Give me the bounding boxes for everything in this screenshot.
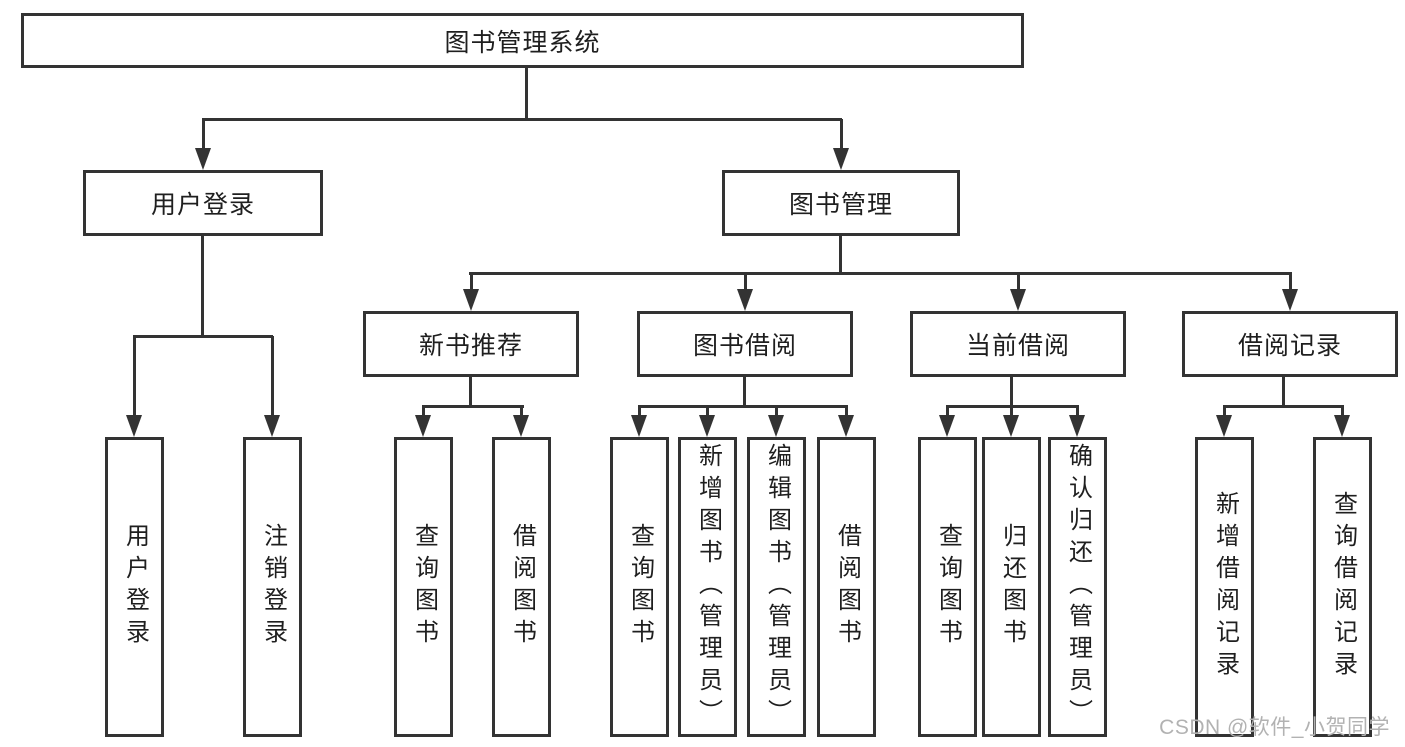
- connector-line: [743, 377, 746, 407]
- down-arrow-icon: [699, 406, 715, 437]
- node-library-management-system: 图书管理系统: [21, 13, 1024, 68]
- connector-line: [133, 335, 273, 338]
- connector-line: [201, 236, 204, 337]
- connector-line: [638, 405, 848, 408]
- leaf-logout: 注销登录: [243, 437, 302, 737]
- down-arrow-icon: [1010, 273, 1026, 311]
- down-arrow-icon: [1282, 273, 1298, 311]
- node-book-management: 图书管理: [722, 170, 960, 236]
- leaf-user-login-label: 用户登录: [121, 523, 149, 651]
- down-arrow-icon: [1069, 406, 1085, 437]
- down-arrow-icon: [463, 273, 479, 311]
- leaf-query-book-recommend: 查询图书: [394, 437, 453, 737]
- leaf-query-book-borrowing-label: 查询图书: [626, 523, 654, 651]
- leaf-borrow-book-borrowing-label: 借阅图书: [833, 523, 861, 651]
- leaf-borrow-book-borrowing: 借阅图书: [817, 437, 876, 737]
- leaf-query-book-current: 查询图书: [918, 437, 977, 737]
- down-arrow-icon: [1216, 406, 1232, 437]
- leaf-query-book-current-label: 查询图书: [934, 523, 962, 651]
- connector-line: [946, 405, 1079, 408]
- node-user-login-branch: 用户登录: [83, 170, 323, 236]
- down-arrow-icon: [939, 406, 955, 437]
- node-current-borrowing: 当前借阅: [910, 311, 1126, 377]
- connector-line: [839, 236, 842, 275]
- leaf-return-book-label: 归还图书: [998, 523, 1026, 651]
- leaf-query-book-recommend-label: 查询图书: [410, 523, 438, 651]
- down-arrow-icon: [1334, 406, 1350, 437]
- node-new-book-recommend: 新书推荐: [363, 311, 579, 377]
- down-arrow-icon: [768, 406, 784, 437]
- leaf-add-book-admin-label: 新增图书（管理员）: [694, 443, 722, 731]
- down-arrow-icon: [833, 119, 849, 170]
- down-arrow-icon: [631, 406, 647, 437]
- leaf-query-borrow-record-label: 查询借阅记录: [1329, 491, 1357, 683]
- leaf-confirm-return-admin: 确认归还（管理员）: [1048, 437, 1107, 737]
- node-borrowing-records: 借阅记录: [1182, 311, 1398, 377]
- down-arrow-icon: [264, 336, 280, 437]
- leaf-add-book-admin: 新增图书（管理员）: [678, 437, 737, 737]
- leaf-borrow-book-recommend: 借阅图书: [492, 437, 551, 737]
- connector-line: [1223, 405, 1344, 408]
- leaf-add-borrow-record-label: 新增借阅记录: [1211, 491, 1239, 683]
- connector-line: [1010, 377, 1013, 407]
- leaf-confirm-return-admin-label: 确认归还（管理员）: [1064, 443, 1092, 731]
- leaf-query-borrow-record: 查询借阅记录: [1313, 437, 1372, 737]
- down-arrow-icon: [126, 336, 142, 437]
- leaf-return-book: 归还图书: [982, 437, 1041, 737]
- down-arrow-icon: [513, 406, 529, 437]
- down-arrow-icon: [415, 406, 431, 437]
- leaf-user-login: 用户登录: [105, 437, 164, 737]
- leaf-logout-label: 注销登录: [259, 523, 287, 651]
- connector-line: [202, 118, 842, 121]
- connector-line: [469, 272, 1292, 275]
- leaf-borrow-book-recommend-label: 借阅图书: [508, 523, 536, 651]
- connector-line: [525, 68, 528, 120]
- connector-line: [1282, 377, 1285, 407]
- node-book-borrowing: 图书借阅: [637, 311, 853, 377]
- leaf-query-book-borrowing: 查询图书: [610, 437, 669, 737]
- connector-line: [469, 377, 472, 407]
- down-arrow-icon: [195, 119, 211, 170]
- connector-line: [422, 405, 524, 408]
- leaf-add-borrow-record: 新增借阅记录: [1195, 437, 1254, 737]
- down-arrow-icon: [737, 273, 753, 311]
- leaf-edit-book-admin: 编辑图书（管理员）: [747, 437, 806, 737]
- leaf-edit-book-admin-label: 编辑图书（管理员）: [763, 443, 791, 731]
- csdn-watermark: CSDN @软件_小贺同学: [1159, 716, 1390, 739]
- down-arrow-icon: [838, 406, 854, 437]
- down-arrow-icon: [1003, 406, 1019, 437]
